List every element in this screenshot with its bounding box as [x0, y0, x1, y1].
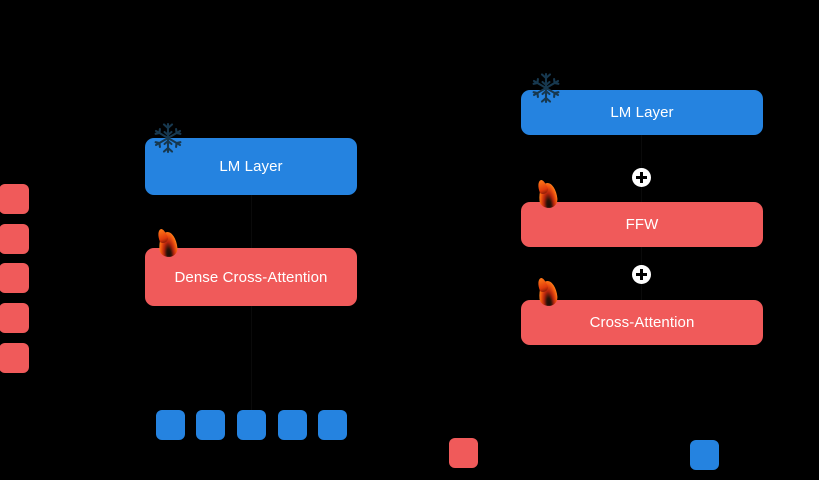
left-lm-layer-block[interactable]: LM Layer — [145, 122, 357, 195]
side-token-0 — [0, 184, 29, 214]
right-lm-layer-label: LM Layer — [610, 104, 674, 121]
right-cross-attention-block[interactable]: Cross-Attention — [521, 300, 763, 345]
connector-tokens-to-dense-ca — [251, 306, 252, 410]
bottom-token-3 — [278, 410, 307, 440]
side-token-1 — [0, 224, 29, 254]
bottom-token-1 — [196, 410, 225, 440]
connector-dense-ca-to-lm — [251, 195, 252, 248]
right-lm-layer-block[interactable]: LM Layer — [521, 72, 763, 135]
right-ffw-block[interactable]: FFW — [521, 202, 763, 247]
right-ffw-label: FFW — [625, 216, 659, 233]
residual-plus-lower — [632, 265, 651, 284]
bottom-token-4 — [318, 410, 347, 440]
residual-plus-upper — [632, 168, 651, 187]
fire-icon — [151, 231, 185, 265]
legend-swatch-trainable — [449, 438, 478, 468]
bottom-token-2 — [237, 410, 266, 440]
left-dense-cross-attention-label: Dense Cross-Attention — [174, 268, 328, 286]
bottom-token-0 — [156, 410, 185, 440]
side-token-2 — [0, 263, 29, 293]
fire-icon — [531, 182, 565, 216]
side-token-4 — [0, 343, 29, 373]
snowflake-icon — [529, 71, 563, 105]
left-dense-cross-attention-block[interactable]: Dense Cross-Attention — [145, 248, 357, 306]
snowflake-icon — [151, 121, 185, 155]
plus-vertical-bar — [640, 172, 643, 183]
fire-icon — [531, 280, 565, 314]
left-lm-layer-label: LM Layer — [219, 158, 283, 175]
legend-swatch-frozen — [690, 440, 719, 470]
right-cross-attention-label: Cross-Attention — [589, 314, 695, 331]
plus-vertical-bar — [640, 269, 643, 280]
side-token-3 — [0, 303, 29, 333]
